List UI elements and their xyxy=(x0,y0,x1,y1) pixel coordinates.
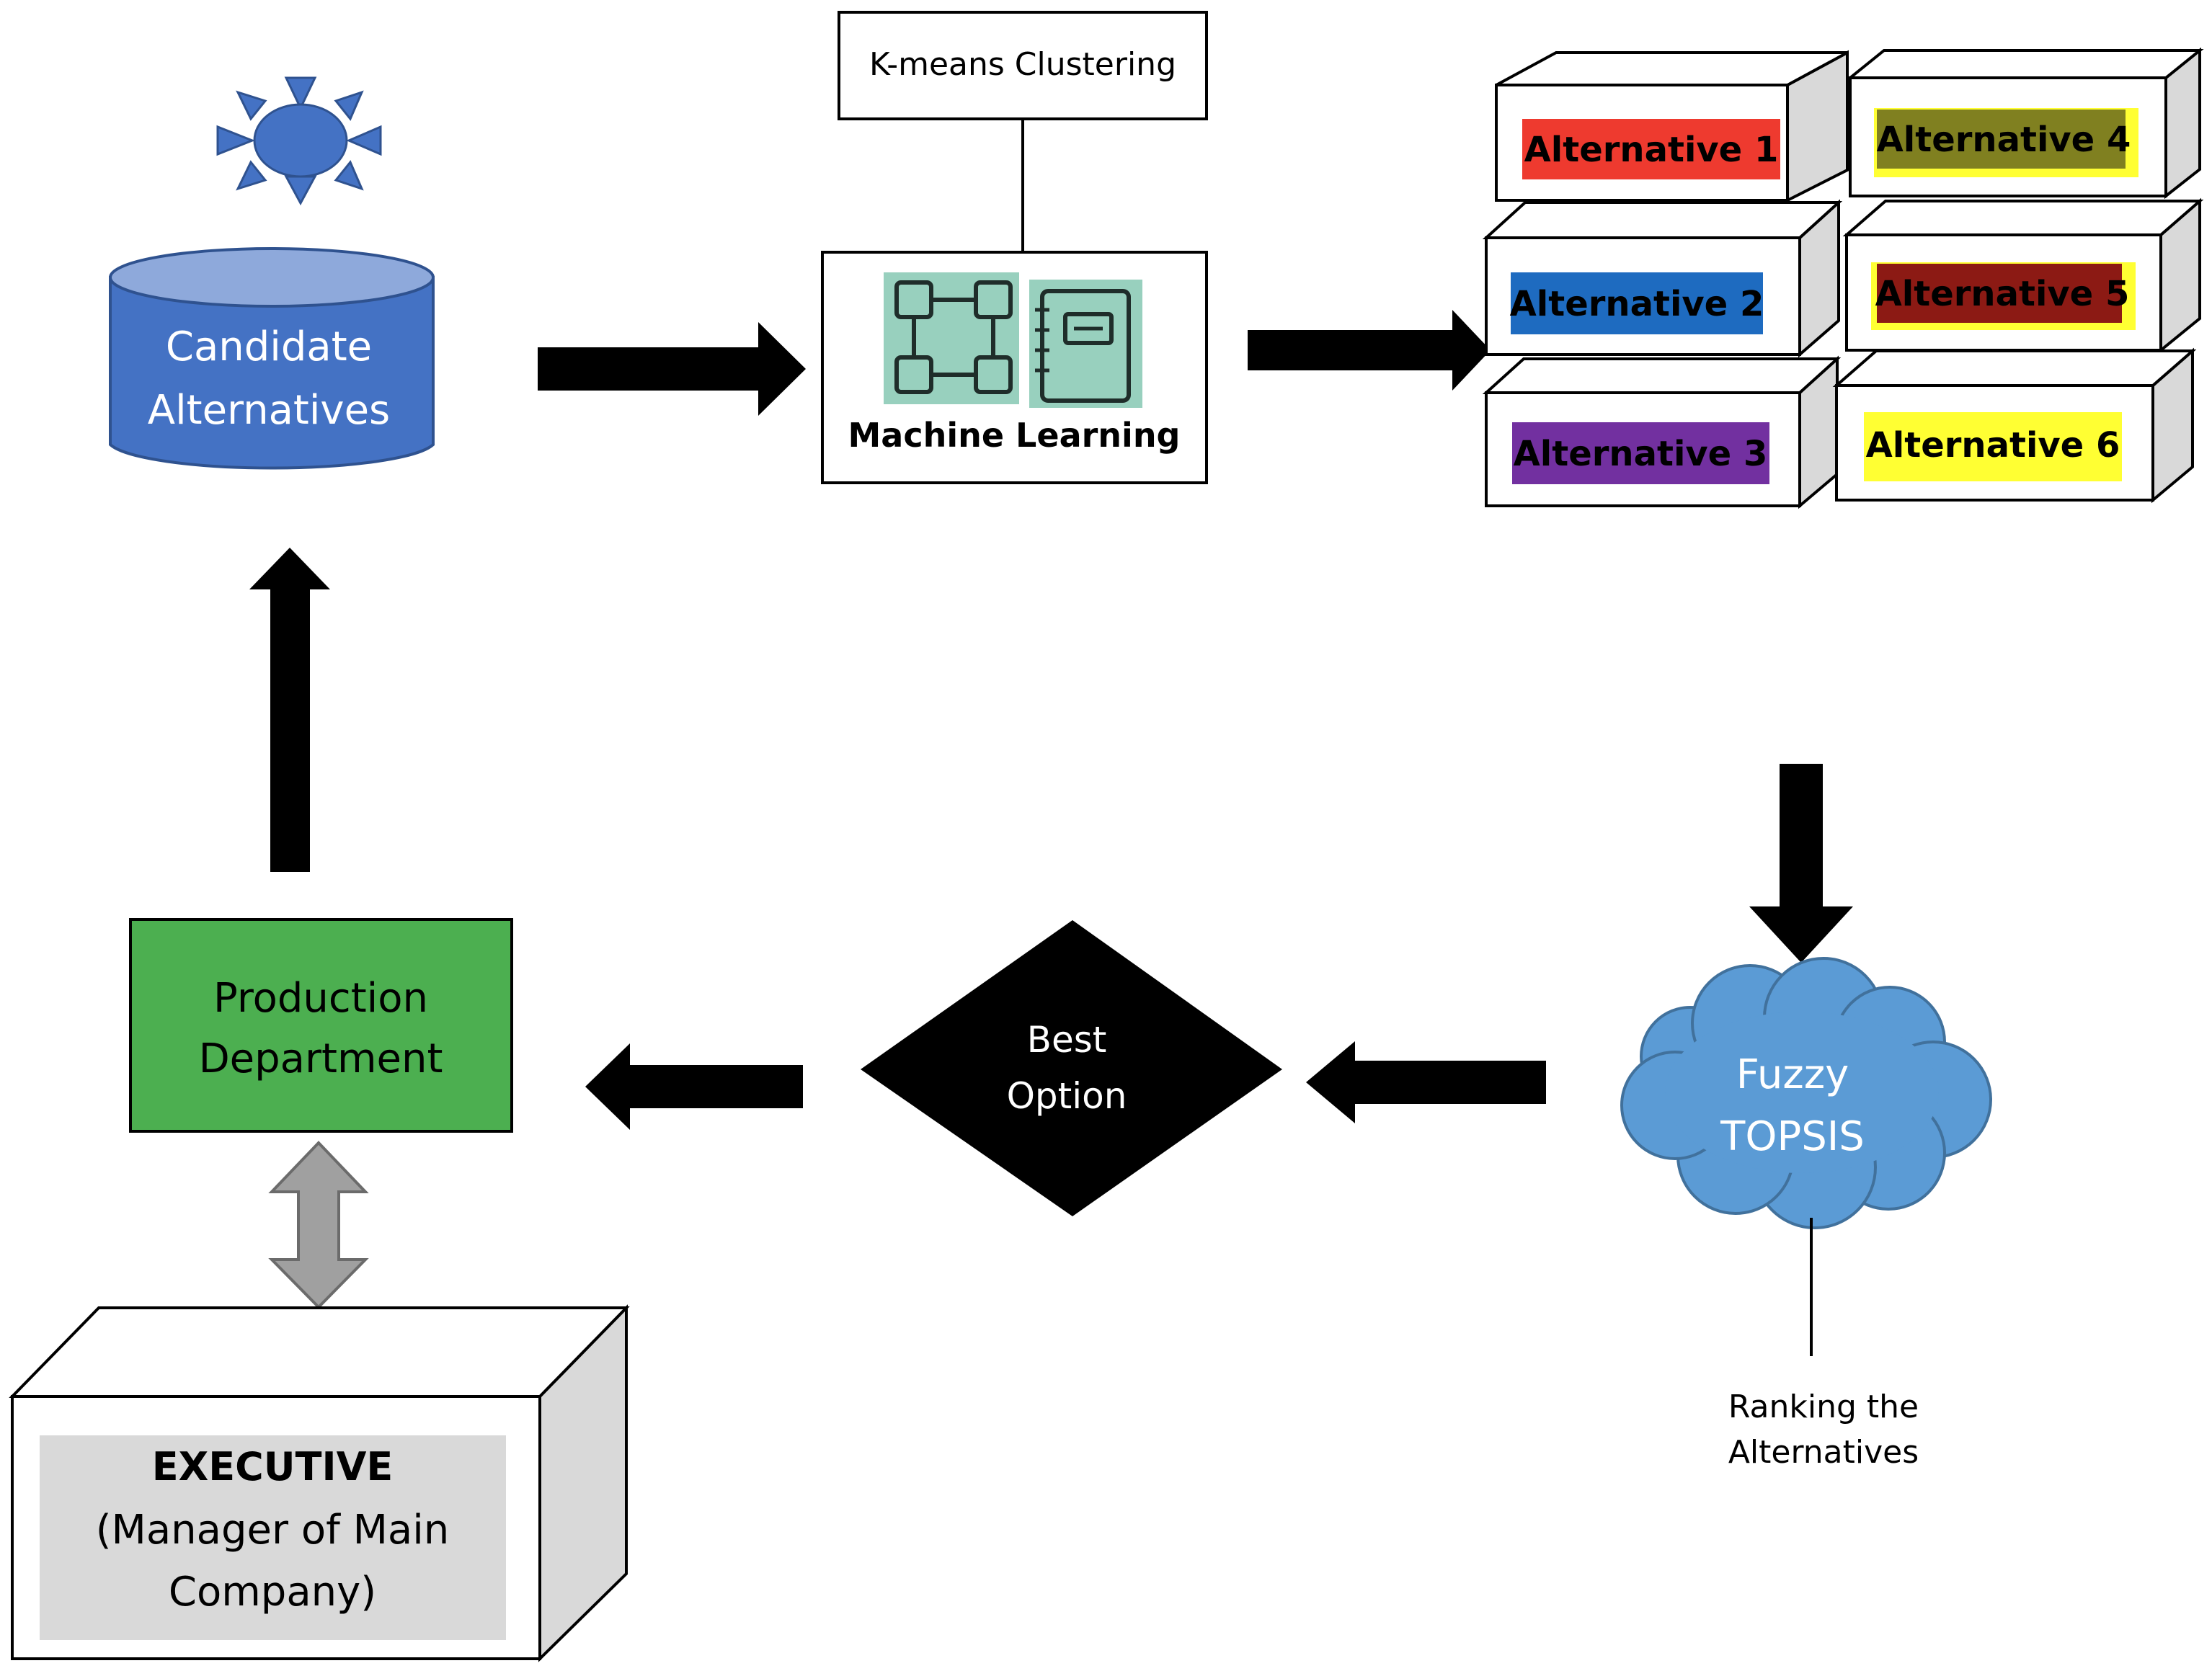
alt-6-label-bg xyxy=(1864,412,2122,481)
database-top xyxy=(109,247,435,308)
candidate-alternatives-database: Candidate Alternatives xyxy=(109,247,435,470)
kmeans-rect xyxy=(838,11,1208,120)
executive-line-2: Company) xyxy=(169,1569,376,1616)
ranking-label-line-1: Ranking the xyxy=(1728,1389,1919,1425)
production-line-2: Department xyxy=(199,1035,443,1082)
alt-5-label-bg xyxy=(1877,264,2122,323)
sun-core xyxy=(253,103,348,178)
arrow-ml-to-alternatives xyxy=(1248,310,1491,391)
double-arrow-production-executive xyxy=(268,1141,369,1309)
sun-ray-top-left xyxy=(236,90,267,121)
alt-4-top xyxy=(1846,49,2204,79)
kmeans-box: K-means Clustering xyxy=(838,11,1208,120)
ranking-label-line-2: Alternatives xyxy=(1728,1434,1919,1471)
arrow-alternatives-to-topsis xyxy=(1749,764,1853,963)
alt-3-label: Alternative 3 xyxy=(1514,434,1768,474)
alt-3-top xyxy=(1482,357,1842,394)
alt-2-label: Alternative 2 xyxy=(1510,284,1764,324)
alt-5-top xyxy=(1842,200,2204,236)
ml-icon-bg-left xyxy=(884,272,1019,404)
fuzzy-label-line-1: Fuzzy xyxy=(1736,1051,1849,1098)
alt-1-label: Alternative 1 xyxy=(1524,130,1779,170)
alt-1-label-bg xyxy=(1522,119,1780,179)
sun-ray-bottom-left xyxy=(236,160,267,191)
sun-ray-bottom xyxy=(284,175,317,206)
alt-5-label: Alternative 5 xyxy=(1875,274,2130,314)
alt-4-label: Alternative 4 xyxy=(1877,120,2131,160)
ml-label: Machine Learning xyxy=(848,416,1181,455)
arrow-db-to-ml xyxy=(538,322,806,416)
best-option-diamond: Best Option xyxy=(861,920,1282,1216)
best-option-line-2: Option xyxy=(1007,1075,1127,1117)
ml-notebook-label xyxy=(1063,312,1114,345)
alt-3-label-bg xyxy=(1512,422,1769,484)
alternative-box-4: Alternative 4 xyxy=(1846,47,2204,200)
fuzzy-label-line-2: TOPSIS xyxy=(1720,1113,1865,1160)
sun-icon xyxy=(216,76,382,206)
sun-ray-right xyxy=(346,125,382,156)
sun-ray-top xyxy=(284,76,317,111)
production-department-box: Production Department xyxy=(129,918,513,1133)
alternative-box-5: Alternative 5 xyxy=(1842,197,2204,354)
candidate-label-line-2: Alternatives xyxy=(148,387,390,434)
alt-2-top xyxy=(1482,201,1843,239)
diamond-shape xyxy=(861,920,1282,1216)
alternative-box-3: Alternative 3 xyxy=(1482,355,1842,509)
executive-top xyxy=(9,1306,630,1398)
alt-1-top xyxy=(1496,51,1848,86)
executive-box: EXECUTIVE (Manager of Main Company) xyxy=(9,1304,630,1662)
candidate-label-line-1: Candidate xyxy=(166,324,372,370)
alternative-box-2: Alternative 2 xyxy=(1482,199,1843,358)
production-line-1: Production xyxy=(213,975,428,1022)
alt-4-label-bg xyxy=(1877,110,2126,169)
executive-line-1: (Manager of Main xyxy=(96,1507,450,1554)
kmeans-label: K-means Clustering xyxy=(869,46,1176,83)
best-option-line-1: Best xyxy=(1027,1019,1107,1061)
ml-icon xyxy=(884,272,1142,408)
alternative-box-1: Alternative 1 xyxy=(1495,50,1849,203)
sun-ray-bottom-right xyxy=(334,160,364,191)
alt-6-top xyxy=(1832,349,2197,387)
cloud-core xyxy=(1665,1012,1939,1173)
arrow-production-to-database xyxy=(249,548,330,872)
executive-panel xyxy=(40,1435,506,1640)
arrow-topsis-to-best-option xyxy=(1306,1041,1546,1123)
executive-title: EXECUTIVE xyxy=(152,1444,394,1489)
sun-ray-left xyxy=(216,125,256,156)
sun-ray-top-right xyxy=(334,90,364,121)
ml-notebook xyxy=(1040,289,1131,403)
fuzzy-topsis-cloud xyxy=(1620,957,1992,1229)
alternative-box-6: Alternative 6 xyxy=(1832,347,2197,504)
machine-learning-box: Machine Learning xyxy=(821,251,1208,484)
database-body xyxy=(109,276,435,470)
alt-6-label: Alternative 6 xyxy=(1866,425,2120,465)
alt-2-label-bg xyxy=(1511,272,1763,334)
production-rect xyxy=(129,918,513,1133)
arrow-best-option-to-production xyxy=(585,1043,803,1130)
